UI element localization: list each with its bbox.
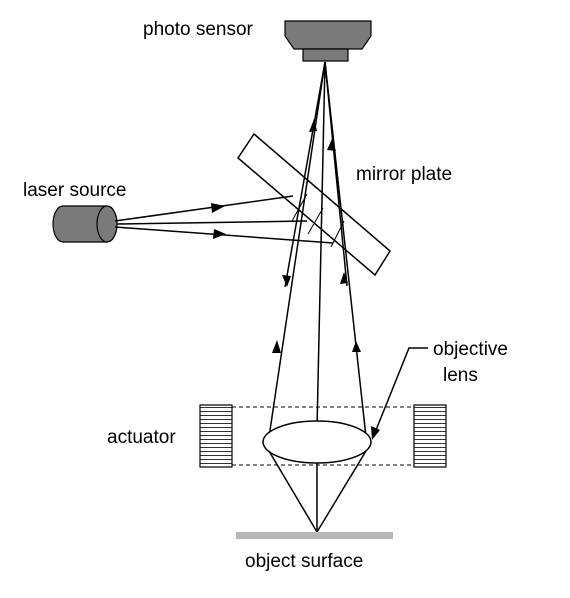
focus-rays bbox=[268, 450, 367, 533]
objective-lens bbox=[262, 420, 372, 464]
laser-beams bbox=[114, 195, 334, 244]
objective-lens-label-line2: lens bbox=[443, 365, 478, 386]
optical-rays bbox=[268, 61, 367, 438]
object-surface-label: object surface bbox=[245, 551, 363, 572]
actuator-left bbox=[199, 404, 233, 468]
photo-sensor-label: photo sensor bbox=[143, 19, 254, 40]
laser-source bbox=[52, 205, 118, 243]
laser-source-label: laser source bbox=[23, 180, 127, 201]
photo-sensor bbox=[284, 20, 372, 62]
mirror-plate bbox=[237, 132, 391, 277]
objective-lens-label-line1: objective bbox=[433, 339, 508, 360]
mirror-plate-label: mirror plate bbox=[356, 164, 452, 185]
objective-lens-pointer bbox=[371, 347, 428, 440]
object-surface bbox=[236, 532, 393, 539]
actuator-label: actuator bbox=[107, 427, 176, 448]
actuator-right bbox=[413, 404, 447, 468]
